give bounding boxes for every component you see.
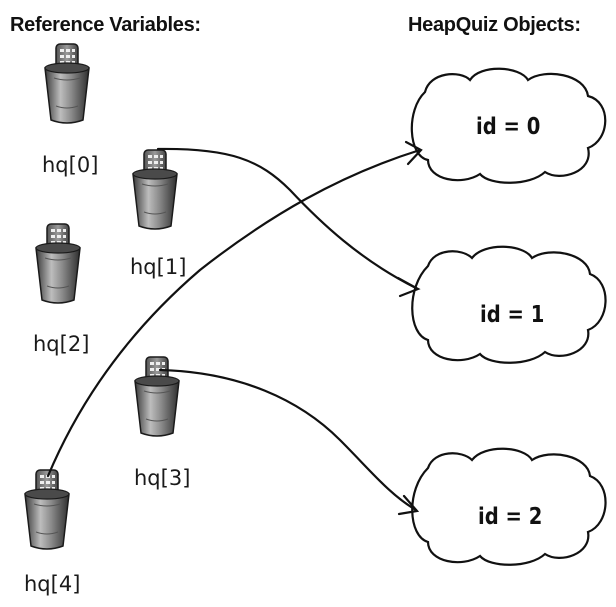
- arrow-head-hq3: [397, 494, 420, 516]
- cup-remote-icon-hq4: [24, 469, 70, 550]
- heap-object-cloud-2: [411, 447, 607, 566]
- arrow-head-hq1: [396, 276, 421, 298]
- object-label-id2: id = 2: [478, 504, 543, 530]
- heap-objects-heading: HeapQuiz Objects:: [408, 14, 581, 36]
- heap-object-cloud-1: [411, 245, 607, 364]
- arrow-head-hq4: [404, 140, 423, 166]
- ref-label-hq3: hq[3]: [134, 466, 191, 490]
- ref-label-hq1: hq[1]: [130, 255, 187, 279]
- object-label-id1: id = 1: [480, 302, 545, 328]
- cup-remote-icon-hq2: [35, 223, 81, 304]
- cup-remote-icon-hq1: [132, 149, 178, 230]
- cup-remote-icon-hq3: [134, 356, 180, 437]
- ref-label-hq2: hq[2]: [33, 332, 90, 356]
- ref-label-hq4: hq[4]: [24, 572, 81, 596]
- reference-variables-heading: Reference Variables:: [10, 14, 201, 36]
- heap-object-cloud-0: [410, 67, 607, 184]
- arrow-hq4-to-id0: [46, 148, 422, 478]
- object-label-id0: id = 0: [476, 114, 541, 140]
- arrow-hq1-to-id1: [156, 147, 418, 290]
- cup-remote-icon-hq0: [44, 43, 90, 124]
- ref-label-hq0: hq[0]: [42, 153, 99, 177]
- arrow-hq3-to-id2: [158, 368, 418, 512]
